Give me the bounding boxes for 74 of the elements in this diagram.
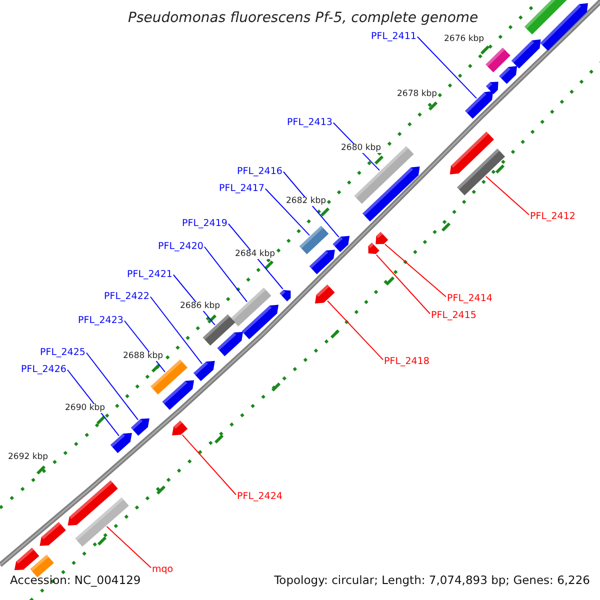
gene-label: PFL_2418 bbox=[384, 357, 430, 366]
gene-label: PFL_2413 bbox=[287, 118, 332, 128]
gene-feature bbox=[40, 522, 66, 546]
gene-feature bbox=[75, 497, 129, 547]
leader-line bbox=[376, 254, 430, 314]
leader-line bbox=[264, 188, 310, 236]
gene-feature bbox=[68, 480, 118, 526]
leader-line bbox=[204, 246, 248, 302]
gene-label: PFL_2423 bbox=[78, 316, 124, 326]
gene-label: PFL_2414 bbox=[447, 294, 492, 304]
tick-label: 2676 kbp bbox=[443, 35, 486, 44]
gene-label: PFL_2421 bbox=[127, 270, 172, 280]
gene-feature bbox=[464, 91, 494, 119]
gene-feature bbox=[456, 148, 506, 196]
gene-feature bbox=[130, 418, 150, 436]
gene-feature bbox=[376, 232, 388, 244]
gene-feature bbox=[362, 166, 420, 222]
tick-label: 2692 kbp bbox=[7, 453, 50, 462]
gene-label: PFL_2426 bbox=[21, 365, 66, 374]
leader-line bbox=[106, 526, 152, 568]
tick-label: 2688 kbp bbox=[122, 352, 164, 360]
gene-feature bbox=[230, 288, 272, 326]
gene-label: PFL_2424 bbox=[237, 492, 282, 502]
gene-feature bbox=[450, 132, 494, 174]
gene-feature bbox=[332, 236, 350, 252]
gene-label: PFL_2411 bbox=[371, 32, 416, 42]
leader-line bbox=[150, 296, 203, 364]
gene-feature bbox=[299, 226, 329, 254]
tick-label: 2680 kbp bbox=[340, 144, 382, 152]
tick-label: 2690 kbp bbox=[64, 404, 106, 412]
tick-label: 2682 kbp bbox=[285, 197, 328, 206]
gene-label: PFL_2417 bbox=[219, 184, 264, 194]
leader-line bbox=[66, 369, 120, 436]
gene-label: PFL_2412 bbox=[530, 212, 576, 222]
leader-line bbox=[485, 176, 530, 216]
leader-line bbox=[416, 36, 477, 99]
gene-feature bbox=[202, 314, 236, 346]
gene-feature bbox=[511, 39, 541, 69]
gene-feature bbox=[524, 0, 568, 35]
gene-feature bbox=[368, 242, 380, 254]
gene-label: PFL_2422 bbox=[104, 292, 150, 302]
gene-feature bbox=[280, 290, 291, 302]
gene-label: mqo bbox=[152, 565, 174, 574]
gene-feature bbox=[540, 3, 588, 51]
genome-info-text: Topology: circular; Length: 7,074,893 bp; Genes: 6,226 bbox=[274, 575, 590, 586]
gene-feature bbox=[162, 380, 194, 410]
gene-label: PFL_2416 bbox=[237, 167, 282, 176]
gene-label: PFL_2415 bbox=[431, 311, 476, 320]
gene-feature bbox=[486, 48, 510, 72]
title: Pseudomonas fluorescens Pf-5, complete genome bbox=[128, 11, 478, 25]
gene-feature bbox=[172, 420, 188, 436]
gene-label: PFL_2420 bbox=[158, 242, 204, 252]
tick-label: 2684 kbp bbox=[234, 250, 276, 258]
gene-feature bbox=[217, 332, 244, 356]
gene-feature bbox=[110, 433, 132, 454]
tick-label: 2678 kbp bbox=[396, 90, 438, 98]
tick-label: 2686 kbp bbox=[179, 302, 222, 310]
gene-feature bbox=[499, 66, 518, 84]
gene-feature bbox=[486, 82, 498, 94]
gene-label: PFL_2419 bbox=[182, 219, 228, 228]
leader-line bbox=[182, 434, 236, 496]
leader-line bbox=[384, 244, 446, 298]
gene-feature bbox=[314, 284, 335, 304]
leader-line bbox=[86, 352, 139, 420]
gene-feature bbox=[193, 360, 215, 382]
gene-feature bbox=[150, 359, 188, 395]
gene-label: PFL_2425 bbox=[40, 348, 86, 358]
leader-line bbox=[326, 300, 384, 360]
leader-line bbox=[228, 223, 284, 290]
leader-line bbox=[282, 171, 340, 238]
gene-feature bbox=[242, 304, 279, 340]
gene-feature bbox=[309, 250, 335, 274]
accession-text: Accession: NC_004129 bbox=[10, 575, 141, 586]
gene-feature bbox=[14, 548, 40, 570]
